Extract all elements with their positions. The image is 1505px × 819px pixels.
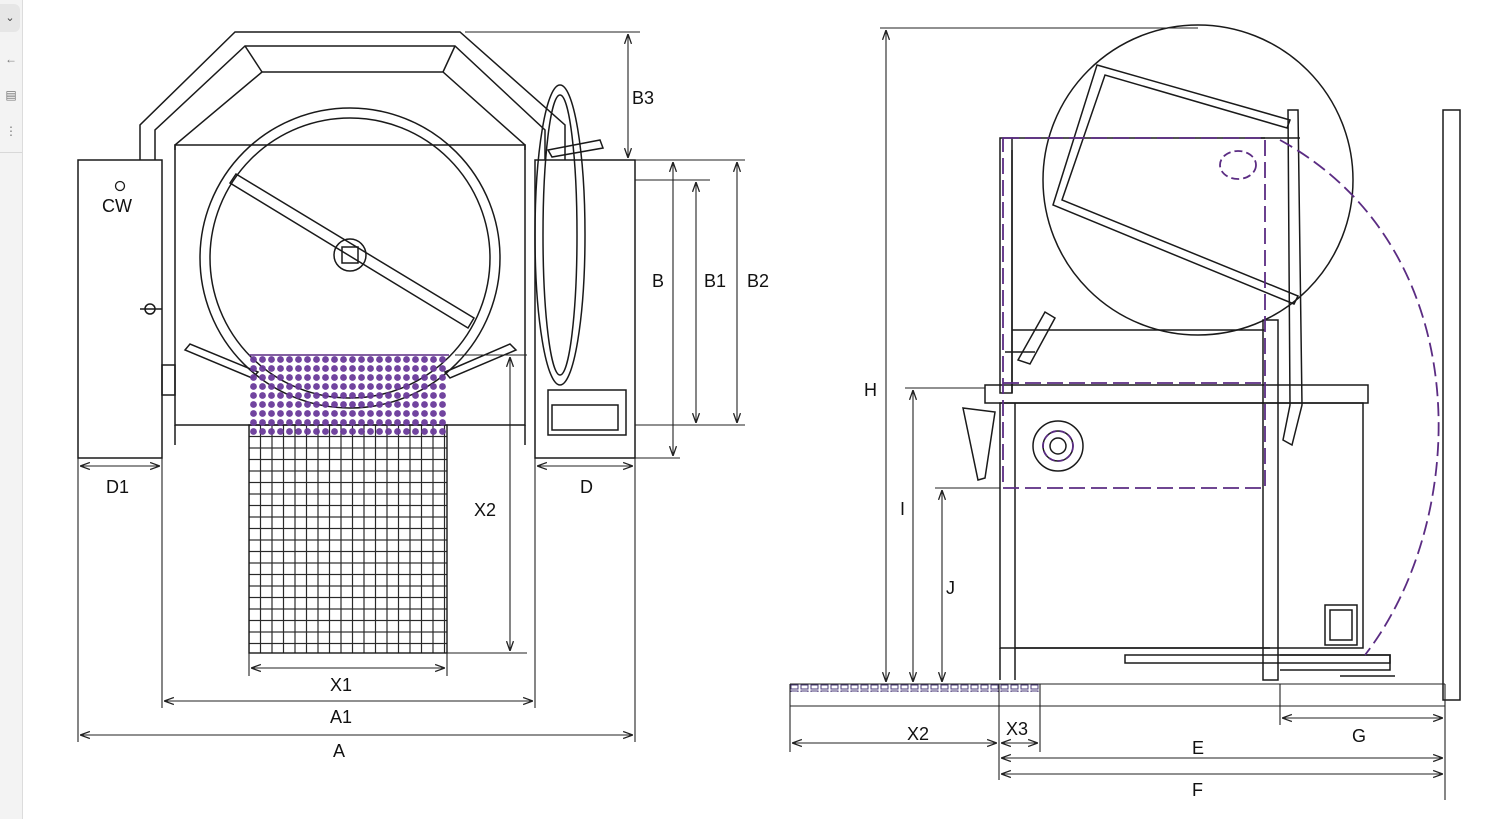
label-x1: X1 — [330, 675, 352, 695]
drum-door — [534, 84, 586, 386]
technical-drawing: CW A A1 X1 D1 D X2 B3 B B1 B2 — [77, 24, 1461, 800]
right-cabinet — [534, 159, 636, 459]
label-cw: CW — [102, 196, 132, 216]
chevron-down-icon[interactable]: ⌄ — [0, 4, 20, 32]
hood-panel — [174, 71, 526, 150]
tank-lid — [984, 384, 1369, 404]
label-b1: B1 — [704, 271, 726, 291]
label-x2-side: X2 — [907, 724, 929, 744]
detail-circle — [1042, 24, 1354, 336]
label-b2: B2 — [747, 271, 769, 291]
side-view — [962, 24, 1461, 701]
rear-wall — [1442, 109, 1461, 701]
label-b3: B3 — [632, 88, 654, 108]
floor-clearance-strip — [790, 684, 1040, 692]
front-clearance-zone — [248, 354, 449, 654]
label-a: A — [333, 741, 345, 761]
label-e: E — [1192, 738, 1204, 758]
cw-marker-icon — [114, 180, 126, 192]
label-x2-front: X2 — [474, 500, 496, 520]
label-d: D — [580, 477, 593, 497]
front-dimensions — [77, 31, 745, 742]
label-i: I — [900, 499, 905, 519]
label-x3: X3 — [1006, 719, 1028, 739]
label-b: B — [652, 271, 664, 291]
label-j: J — [946, 578, 955, 598]
arrow-left-icon[interactable]: ← — [5, 52, 17, 66]
side-dimensions — [789, 27, 1446, 800]
side-clearance-outline — [1002, 137, 1440, 656]
label-h: H — [864, 380, 877, 400]
hood-inner — [154, 45, 546, 160]
label-g: G — [1352, 726, 1366, 746]
drum-paddle — [228, 172, 476, 330]
label-a1: A1 — [330, 707, 352, 727]
hood-outer — [139, 31, 566, 160]
side-cabinet — [999, 402, 1364, 649]
label-f: F — [1192, 780, 1203, 800]
divider — [0, 152, 22, 153]
page-icon[interactable]: ▤ — [5, 88, 17, 102]
browser-sidebar: ⌄ ← ▤ ⋮ — [0, 0, 23, 819]
grip-icon[interactable]: ⋮ — [5, 124, 17, 138]
label-d1: D1 — [106, 477, 129, 497]
